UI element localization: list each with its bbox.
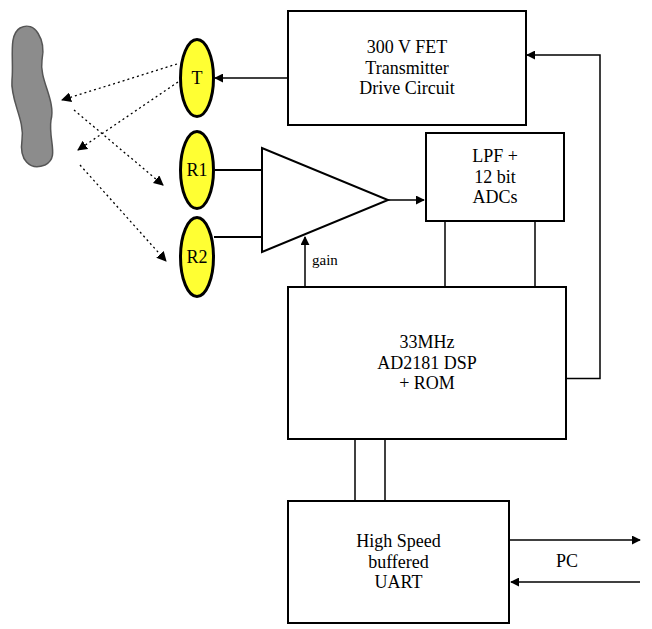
beam-path xyxy=(78,82,178,150)
transducer-element: T xyxy=(179,38,215,118)
connector xyxy=(354,440,356,500)
tissue-sample xyxy=(12,26,53,166)
input-wire xyxy=(214,236,262,238)
gain-wire xyxy=(304,237,306,286)
connector xyxy=(534,222,536,286)
process-box: 33MHz AD2181 DSP + ROM xyxy=(287,286,567,440)
connector xyxy=(215,77,287,79)
transducer-outline xyxy=(181,132,214,209)
process-box: 300 V FET Transmitter Drive Circuit xyxy=(287,10,527,126)
box-label: 300 V FET Transmitter Drive Circuit xyxy=(346,37,468,99)
box-label: High Speed buffered UART xyxy=(350,531,448,593)
transducer-outline xyxy=(181,218,214,297)
output-wire xyxy=(388,199,424,201)
echo-path xyxy=(80,165,166,261)
box-label: R2 xyxy=(186,247,207,268)
transducer-element: R1 xyxy=(179,130,215,210)
signal-label: PC xyxy=(556,552,578,572)
pc-rx-wire xyxy=(511,581,640,583)
transducer-element: R2 xyxy=(179,216,215,298)
box-label: 33MHz AD2181 DSP + ROM xyxy=(374,332,480,394)
input-wire xyxy=(215,169,262,171)
ultrasound-paths xyxy=(62,64,178,261)
connector xyxy=(384,440,386,500)
signal-label: gain xyxy=(312,252,338,269)
process-box: High Speed buffered UART xyxy=(287,500,510,624)
box-label: LPF + 12 bit ADCs xyxy=(463,146,527,208)
box-label: R1 xyxy=(186,160,207,181)
box-label: T xyxy=(192,68,203,89)
connector xyxy=(444,222,446,286)
amplifier-symbol xyxy=(262,148,388,252)
beam-path xyxy=(62,64,177,100)
pc-tx-wire xyxy=(510,539,640,541)
transducer-outline xyxy=(181,40,214,117)
process-box: LPF + 12 bit ADCs xyxy=(425,132,565,222)
